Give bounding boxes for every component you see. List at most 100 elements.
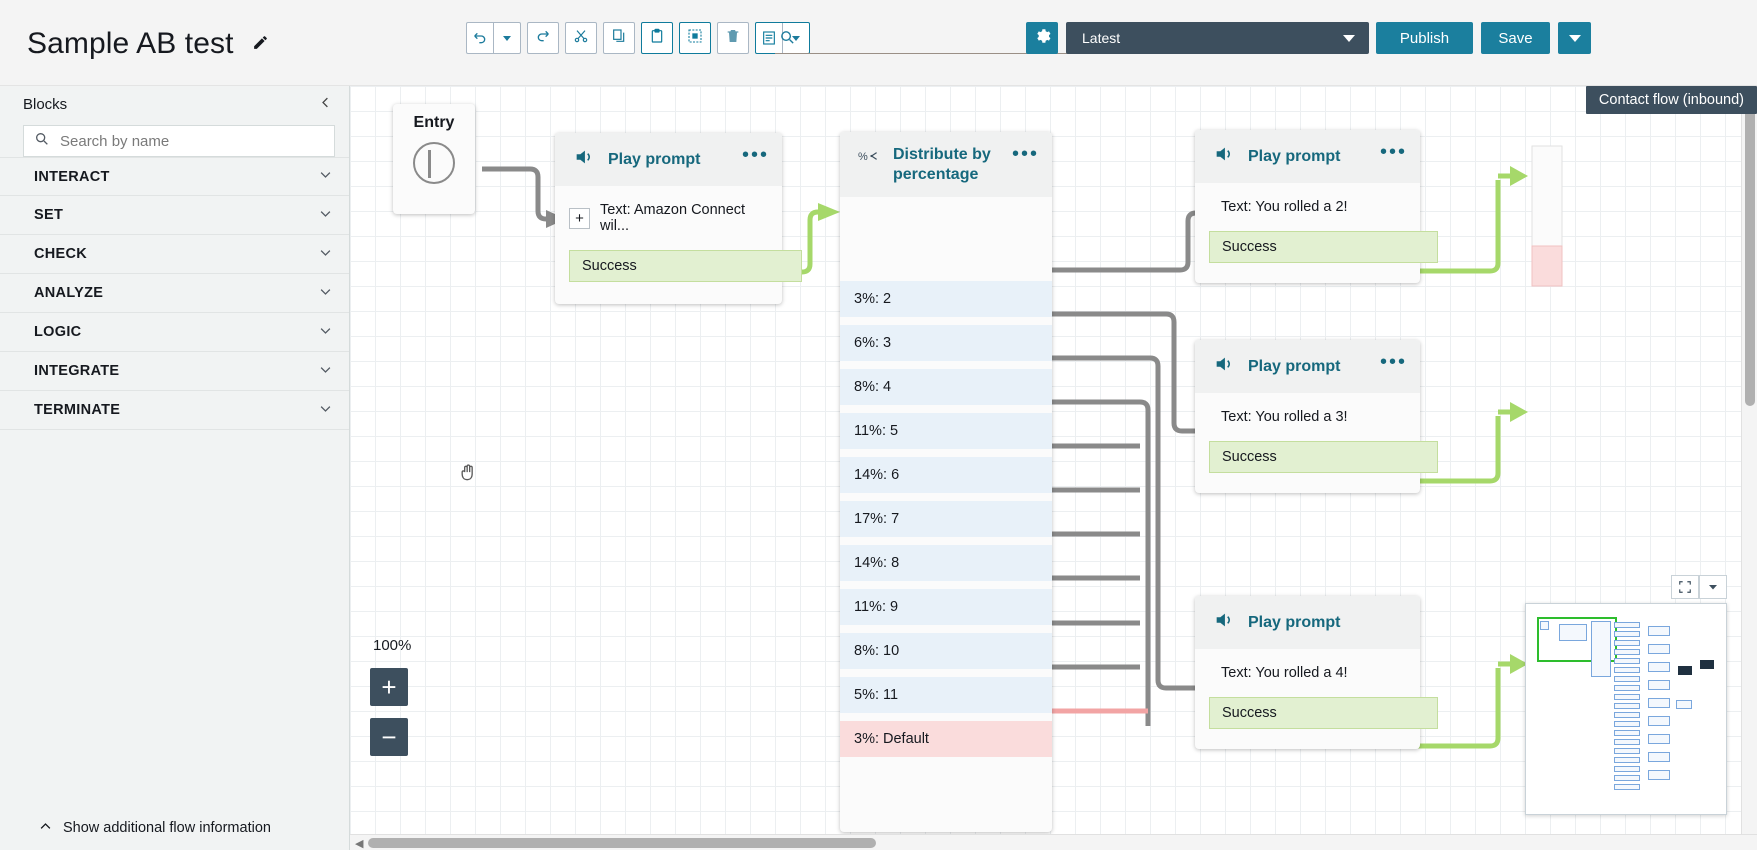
category-label: CHECK (34, 246, 88, 262)
minimap-controls (1671, 575, 1727, 599)
pencil-icon[interactable] (252, 25, 269, 59)
branch-row[interactable]: 6%: 3 (840, 325, 1052, 362)
divider (493, 23, 494, 53)
chevron-left-icon[interactable] (318, 95, 333, 114)
vertical-scroll-thumb[interactable] (1745, 106, 1755, 406)
copy-icon (611, 28, 627, 49)
branch-label: 3%: 2 (854, 291, 892, 308)
node-output-success[interactable]: Success (569, 250, 802, 282)
sidebar-category-logic[interactable]: LOGIC (0, 313, 349, 352)
save-button[interactable]: Save (1481, 22, 1550, 54)
branch-row-default[interactable]: 3%: Default (840, 721, 1052, 758)
branch-row[interactable]: 3%: 2 (840, 281, 1052, 318)
node-distribute-by-percentage[interactable]: % Distribute by percentage ••• 3%: 2 6%:… (840, 132, 1052, 832)
publish-button[interactable]: Publish (1376, 22, 1473, 54)
expand-prompt-button[interactable]: + (569, 207, 590, 229)
node-body-text: Text: Amazon Connect wil... (600, 202, 746, 234)
entry-node[interactable]: Entry (393, 104, 475, 214)
clipboard-icon (649, 28, 665, 49)
node-output-success[interactable]: Success (1209, 697, 1438, 729)
show-additional-flow-information[interactable]: Show additional flow information (0, 806, 350, 850)
zoom-out-button[interactable]: − (370, 718, 408, 756)
branch-row[interactable]: 8%: 4 (840, 369, 1052, 406)
chevron-down-icon (318, 206, 333, 225)
branch-row[interactable]: 8%: 10 (840, 633, 1052, 670)
sidebar-category-analyze[interactable]: ANALYZE (0, 274, 349, 313)
branch-row[interactable]: 5%: 11 (840, 677, 1052, 714)
node-body: Text: You rolled a 4! (1195, 649, 1420, 689)
settings-button[interactable] (1026, 22, 1058, 54)
search-input[interactable] (805, 24, 1035, 53)
node-play-prompt-3[interactable]: Play prompt ••• Text: You rolled a 3! Su… (1195, 340, 1438, 493)
branch-label: 3%: Default (854, 731, 929, 748)
sidebar-category-integrate[interactable]: INTEGRATE (0, 352, 349, 391)
blocks-search[interactable] (23, 125, 335, 157)
branch-row[interactable]: 14%: 8 (840, 545, 1052, 582)
list-icon[interactable] (756, 23, 782, 53)
select-all-icon (687, 28, 703, 49)
node-header: Play prompt ••• (1195, 130, 1420, 183)
redo-icon (535, 28, 551, 49)
branch-row[interactable]: 14%: 6 (840, 457, 1052, 494)
node-play-prompt-2[interactable]: Play prompt ••• Text: You rolled a 2! Su… (1195, 130, 1438, 283)
node-body-text: Text: You rolled a 3! (1221, 409, 1348, 425)
sidebar-category-set[interactable]: SET (0, 196, 349, 235)
footer-label: Show additional flow information (63, 820, 271, 836)
delete-button[interactable] (717, 22, 749, 54)
flow-version-select[interactable]: Latest (1066, 22, 1369, 54)
minimap[interactable] (1525, 603, 1727, 815)
sidebar-category-interact[interactable]: INTERACT (0, 157, 349, 196)
node-play-prompt-intro[interactable]: Play prompt ••• + Text: Amazon Connect w… (555, 133, 802, 304)
flow-canvas[interactable]: Contact flow (inbound) (350, 86, 1757, 850)
sidebar-category-terminate[interactable]: TERMINATE (0, 391, 349, 430)
vertical-scrollbar[interactable] (1741, 86, 1757, 834)
branch-row[interactable]: 11%: 9 (840, 589, 1052, 626)
minimap-caret-icon[interactable] (1699, 575, 1727, 599)
scissors-icon (573, 28, 589, 49)
fit-to-screen-icon[interactable] (1671, 575, 1699, 599)
notes-caret-icon[interactable] (783, 23, 809, 53)
sidebar-title: Blocks (23, 95, 68, 113)
entry-label: Entry (413, 114, 455, 131)
ellipsis-icon[interactable]: ••• (741, 144, 769, 166)
branch-label: 5%: 11 (854, 687, 899, 704)
node-output-success[interactable]: Success (1209, 441, 1438, 473)
undo-icon[interactable] (467, 23, 493, 53)
minimap-viewport[interactable] (1537, 617, 1617, 662)
ellipsis-icon[interactable]: ••• (1379, 351, 1407, 373)
search-icon (779, 29, 796, 51)
node-title: Play prompt (608, 150, 701, 168)
flow-version-value: Latest (1082, 30, 1121, 46)
node-play-prompt-4[interactable]: Play prompt Text: You rolled a 4! Succes… (1195, 596, 1438, 749)
undo-button[interactable] (466, 22, 521, 54)
paste-button[interactable] (641, 22, 673, 54)
node-title: Play prompt (1248, 613, 1341, 631)
node-title: Distribute by percentage (893, 146, 991, 183)
horizontal-scrollbar[interactable]: ◀ (350, 834, 1757, 850)
zoom-in-button[interactable]: + (370, 668, 408, 706)
scroll-left-icon[interactable]: ◀ (355, 838, 364, 850)
redo-button[interactable] (527, 22, 559, 54)
category-label: ANALYZE (34, 285, 104, 301)
branch-row[interactable]: 17%: 7 (840, 501, 1052, 538)
node-body: + Text: Amazon Connect wil... (555, 186, 782, 242)
ellipsis-icon[interactable]: ••• (1379, 141, 1407, 163)
flow-search[interactable] (775, 24, 1120, 54)
ellipsis-icon[interactable]: ••• (1011, 143, 1039, 165)
sidebar-category-check[interactable]: CHECK (0, 235, 349, 274)
output-label: Success (1222, 449, 1277, 465)
category-label: INTERACT (34, 168, 110, 185)
select-all-button[interactable] (679, 22, 711, 54)
undo-caret-icon[interactable] (494, 23, 520, 53)
cut-button[interactable] (565, 22, 597, 54)
branch-row[interactable]: 11%: 5 (840, 413, 1052, 450)
copy-button[interactable] (603, 22, 635, 54)
block-categories: INTERACT SET CHECK ANALYZE LOGIC (0, 157, 349, 430)
percent-branch-icon: % (858, 147, 880, 170)
output-label: Success (1222, 239, 1277, 255)
node-output-success[interactable]: Success (1209, 231, 1438, 263)
horizontal-scroll-thumb[interactable] (368, 838, 876, 848)
chevron-down-icon (318, 167, 333, 186)
save-options-button[interactable] (1558, 22, 1591, 54)
search-input[interactable] (60, 132, 290, 150)
